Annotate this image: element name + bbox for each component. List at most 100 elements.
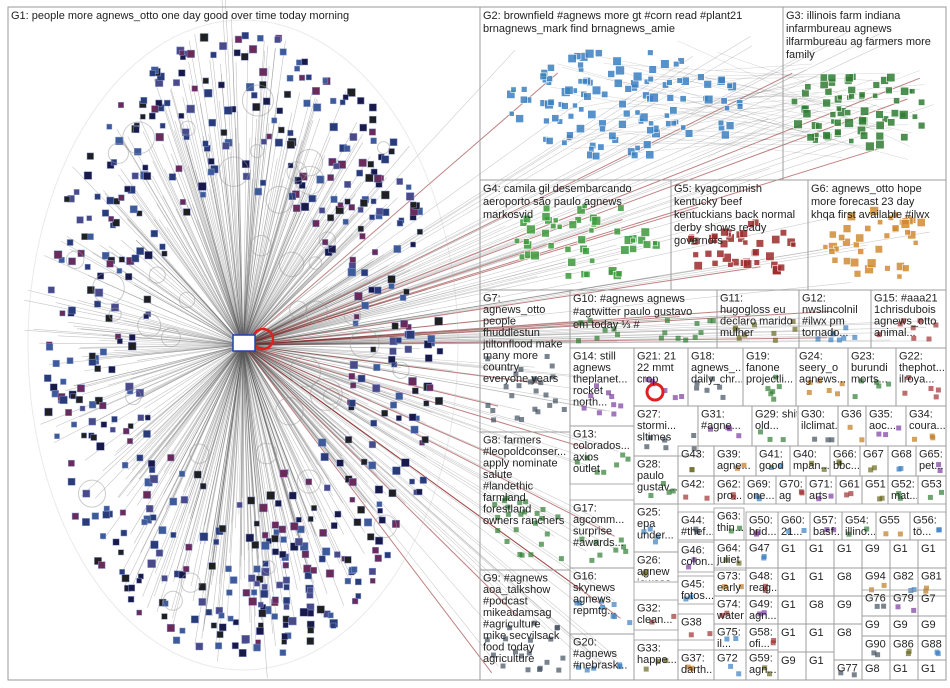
node	[771, 396, 777, 402]
edge	[242, 66, 270, 346]
group-label-g24: G24:seery_oagnews...	[799, 351, 846, 386]
edge	[242, 120, 310, 346]
group-label-line: owners ranchers	[483, 515, 565, 527]
node	[305, 478, 313, 486]
edge	[242, 49, 516, 346]
node	[125, 273, 133, 281]
edge	[165, 344, 244, 510]
edge	[242, 344, 346, 406]
node	[330, 522, 338, 529]
node	[577, 235, 586, 245]
node	[683, 337, 689, 343]
node	[610, 613, 616, 619]
node	[261, 541, 270, 550]
node	[737, 525, 743, 531]
node	[753, 259, 760, 266]
self-loop	[308, 256, 323, 270]
self-loop	[107, 142, 130, 164]
group-label-line: pro...	[717, 490, 742, 502]
self-loop	[295, 149, 324, 177]
node	[520, 86, 528, 93]
node	[410, 201, 417, 209]
edge	[242, 344, 512, 604]
node	[118, 549, 124, 556]
edge	[204, 344, 244, 538]
edge	[89, 344, 244, 359]
node	[360, 458, 368, 466]
node	[179, 199, 186, 206]
edge	[136, 344, 244, 361]
self-loop	[295, 165, 325, 195]
node	[872, 81, 881, 89]
node	[198, 182, 207, 191]
edge	[242, 317, 811, 346]
node	[539, 515, 545, 521]
node	[844, 109, 852, 116]
node	[359, 233, 366, 240]
node	[658, 335, 664, 341]
edge	[142, 131, 244, 346]
group-label-line: G2: brownfield #agnews more gt #corn rea…	[483, 10, 742, 22]
node	[666, 79, 673, 86]
node	[891, 224, 900, 233]
node	[574, 459, 580, 465]
group-label-g57: G57:basf...	[813, 515, 841, 539]
edge	[242, 344, 545, 457]
group-label-line: G71:	[809, 479, 833, 491]
edge	[174, 120, 244, 346]
edge	[242, 344, 531, 371]
group-label-filler: G1	[809, 655, 824, 667]
edge	[242, 344, 262, 620]
node	[838, 234, 846, 241]
node	[848, 138, 855, 144]
node	[698, 330, 704, 336]
edge	[242, 344, 559, 521]
node	[670, 488, 676, 494]
group-label-line: crop	[637, 374, 658, 386]
node	[815, 336, 821, 342]
edge	[137, 344, 244, 397]
node	[254, 187, 263, 196]
node	[370, 198, 377, 205]
node	[161, 575, 168, 582]
edge	[242, 344, 266, 594]
group-label-filler: G9	[837, 599, 852, 611]
node	[334, 510, 342, 518]
node	[900, 86, 909, 96]
node	[897, 321, 903, 327]
node	[144, 251, 153, 260]
node	[552, 398, 558, 404]
edge	[242, 317, 510, 346]
node	[539, 72, 548, 81]
node	[88, 401, 97, 409]
node	[625, 456, 631, 462]
node	[279, 649, 287, 656]
node	[191, 85, 198, 92]
node	[220, 129, 228, 136]
edge	[242, 344, 592, 405]
node	[627, 620, 633, 626]
node	[292, 204, 301, 212]
node	[186, 104, 195, 114]
node	[694, 380, 700, 386]
node	[100, 533, 107, 540]
group-label-g58: G58:ofi...	[749, 627, 773, 650]
edge	[716, 51, 886, 110]
edge	[168, 344, 244, 485]
edge	[242, 344, 256, 617]
node	[131, 254, 140, 263]
edge	[242, 276, 538, 346]
edge	[639, 108, 835, 140]
group-label-line: G38	[681, 617, 702, 629]
node	[65, 409, 73, 416]
edge	[242, 344, 618, 659]
self-loop	[255, 442, 278, 465]
group-label-line: mike secvilsack	[483, 630, 560, 642]
node	[136, 210, 143, 217]
node	[172, 636, 181, 644]
edge	[577, 128, 835, 144]
node	[756, 496, 762, 502]
edge	[117, 344, 244, 498]
node	[283, 597, 291, 605]
group-label-g53: G53	[921, 479, 942, 491]
